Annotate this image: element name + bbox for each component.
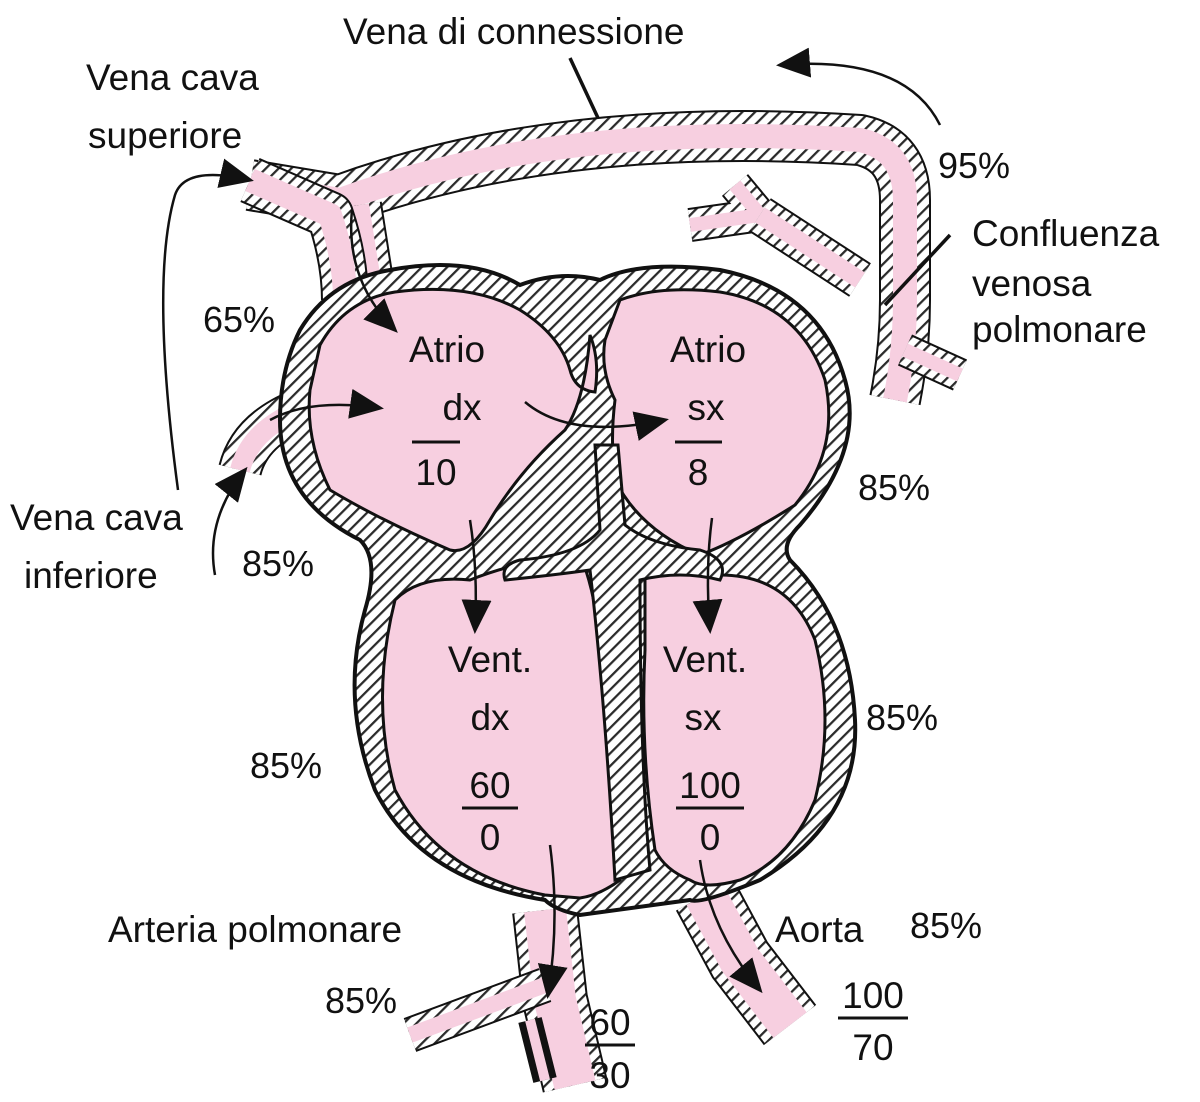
aorta-diastolic: 70 [852, 1027, 893, 1068]
arteria-polmonare-systolic: 60 [589, 1002, 630, 1043]
vena-cava-superiore-vessel [240, 158, 369, 301]
sat-vent-dx: 85% [250, 745, 322, 786]
arrow-atrio-sx-to-vent-sx [692, 517, 723, 634]
label-confluenza-2: venosa [972, 263, 1092, 304]
aorta-systolic: 100 [842, 975, 904, 1016]
atrio-dx-label-2: dx [442, 387, 482, 428]
arrow-vent-dx-to-arteria-polmonare [537, 844, 568, 999]
arrow-atrio-dx-to-atrio-sx [524, 401, 669, 441]
label-aorta: Aorta [775, 909, 864, 950]
flow-arrows [161, 47, 942, 999]
sat-arteria-polmonare: 85% [325, 980, 397, 1021]
leader-lines [568, 57, 952, 307]
label-vena-cava-inferiore-1: Vena cava [10, 497, 183, 538]
vent-sx-label-1: Vent. [663, 639, 747, 680]
arrow-ivc-inflow [211, 466, 248, 576]
sat-connessione: 95% [938, 145, 1010, 186]
label-confluenza-1: Confluenza [972, 213, 1160, 254]
confluenza-venosa-polmonare-vessel [687, 174, 968, 391]
arrow-atrio-dx-to-vent-dx [461, 519, 492, 634]
atrio-sx-label-1: Atrio [670, 329, 746, 370]
label-vena-cava-inferiore-2: inferiore [24, 555, 158, 596]
label-vena-connessione: Vena di connessione [343, 11, 685, 52]
vent-dx-systolic: 60 [469, 765, 510, 806]
vena-di-connessione [245, 110, 931, 406]
sat-atrio-sx: 85% [858, 467, 930, 508]
arrow-svc-inflow [161, 158, 254, 491]
heart [277, 263, 858, 918]
sat-vent-sx: 85% [866, 697, 938, 738]
atrio-dx-pressure: 10 [415, 452, 456, 493]
atrio-dx-label-1: Atrio [409, 329, 485, 370]
vent-sx-diastolic: 0 [700, 817, 721, 858]
vent-sx-systolic: 100 [679, 765, 741, 806]
atrio-sx-label-2: sx [688, 387, 726, 428]
vent-dx-label-1: Vent. [448, 639, 532, 680]
sat-vena-cava-superiore: 65% [203, 299, 275, 340]
label-confluenza-3: polmonare [972, 309, 1147, 350]
atrio-sx-pressure: 8 [688, 452, 709, 493]
vent-sx-label-2: sx [685, 697, 723, 738]
sat-vena-cava-inferiore: 85% [242, 543, 314, 584]
arrow-connessione-to-atrio-dx [349, 209, 398, 333]
arteria-polmonare-vessel [403, 906, 608, 1093]
arrow-confluenza-to-connessione [776, 47, 942, 126]
vent-dx-diastolic: 0 [480, 817, 501, 858]
label-arteria-polmonare: Arteria polmonare [108, 909, 402, 950]
vent-sx-cavity [642, 564, 827, 887]
sat-aorta: 85% [910, 905, 982, 946]
arrow-ivc-to-atrio-dx [269, 388, 384, 422]
arrow-vent-sx-to-aorta [698, 859, 763, 994]
vent-dx-label-2: dx [470, 697, 510, 738]
septum [502, 443, 724, 882]
label-vena-cava-superiore-2: superiore [88, 115, 242, 156]
label-vena-cava-superiore-1: Vena cava [86, 57, 259, 98]
arteria-polmonare-diastolic: 30 [589, 1055, 630, 1096]
atrio-dx-cavity [307, 287, 599, 553]
